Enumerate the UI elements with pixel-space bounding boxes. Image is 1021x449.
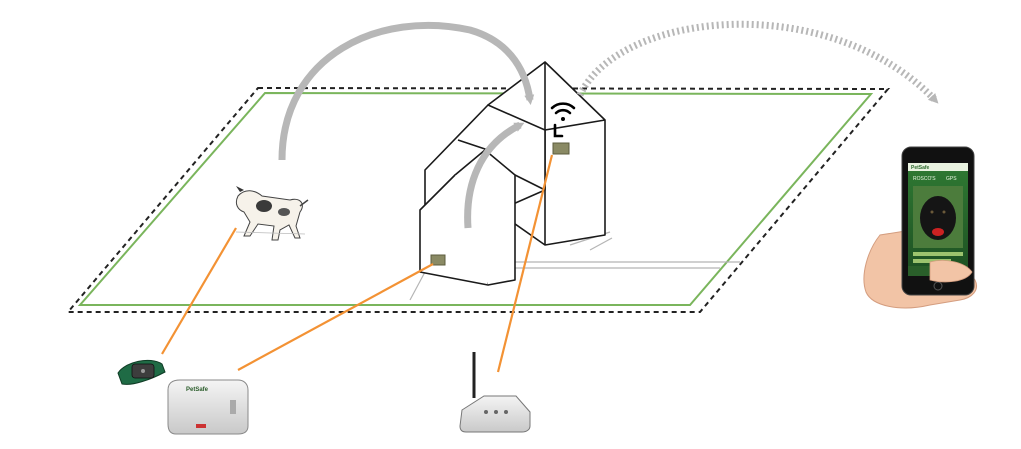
indoor-transmitter-box: [552, 142, 570, 155]
arrow-router-to-phone: [576, 20, 939, 104]
smartphone-icon: PetSafe ROSCO'S GPS: [863, 146, 977, 309]
outer-boundary: [65, 86, 891, 313]
base-unit-icon: PetSafe: [167, 379, 249, 435]
phone-app-status: ROSCO'S: [913, 176, 936, 182]
wall-transmitter-box: [430, 254, 446, 266]
arrow-inside-house: [464, 121, 525, 229]
connection-lines: [161, 154, 554, 373]
router-icon: [459, 352, 531, 433]
arrow-dog-to-house: [278, 21, 535, 161]
collar-icon: [117, 359, 166, 385]
phone-app-brand: PetSafe: [911, 165, 930, 171]
wifi-icon: [550, 102, 576, 138]
house: [419, 61, 606, 286]
green-wire-boundary: [77, 91, 874, 306]
phone-app-gps: GPS: [946, 176, 957, 182]
dog-icon: [235, 186, 309, 241]
base-unit-brand: PetSafe: [186, 387, 209, 393]
